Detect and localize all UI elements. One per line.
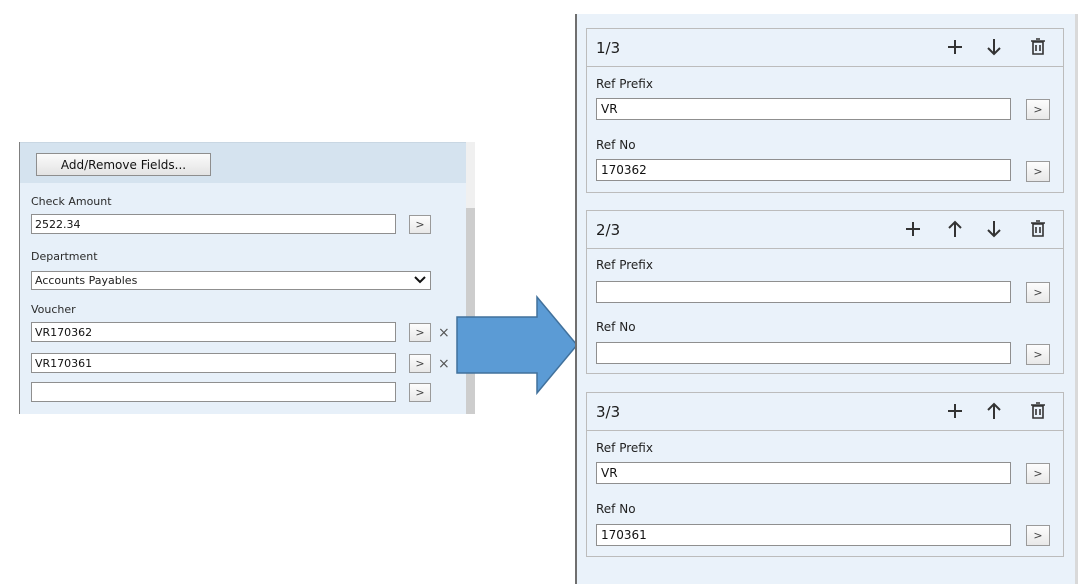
- ref-prefix-label: Ref Prefix: [596, 77, 653, 91]
- check-amount-input[interactable]: 2522.34: [31, 214, 396, 234]
- chevron-down-icon: [414, 276, 426, 284]
- arrow-down-icon[interactable]: [983, 218, 1005, 240]
- department-select[interactable]: Accounts Payables: [31, 271, 431, 290]
- ref-prefix-input[interactable]: [596, 281, 1011, 303]
- ref-no-label: Ref No: [596, 138, 636, 152]
- voucher-label: Voucher: [31, 303, 76, 316]
- ref-no-input[interactable]: 170362: [596, 159, 1011, 181]
- trash-icon[interactable]: [1027, 400, 1049, 422]
- trash-icon[interactable]: [1027, 36, 1049, 58]
- voucher-input[interactable]: VR170362: [31, 322, 396, 342]
- ref-no-go-button[interactable]: >: [1026, 525, 1050, 546]
- add-remove-fields-button[interactable]: Add/Remove Fields...: [36, 153, 211, 176]
- card-title: 3/3: [596, 403, 621, 421]
- card-header: 3/3: [587, 393, 1063, 431]
- arrow-up-icon[interactable]: [983, 400, 1005, 422]
- check-amount-go-button[interactable]: >: [409, 215, 431, 234]
- scrollbar-thumb[interactable]: [466, 208, 475, 414]
- reference-card: 1/3 Ref Prefix VR > Ref No 170362 >: [586, 28, 1064, 193]
- ref-prefix-label: Ref Prefix: [596, 441, 653, 455]
- ref-no-label: Ref No: [596, 502, 636, 516]
- right-arrow-icon: [456, 295, 578, 396]
- reference-card: 2/3 Ref Prefix > Ref No >: [586, 210, 1064, 374]
- card-title: 2/3: [596, 221, 621, 239]
- plus-icon[interactable]: [944, 36, 966, 58]
- ref-no-label: Ref No: [596, 320, 636, 334]
- remove-icon[interactable]: ×: [438, 325, 450, 341]
- ref-prefix-input[interactable]: VR: [596, 462, 1011, 484]
- remove-icon[interactable]: ×: [438, 356, 450, 372]
- ref-prefix-go-button[interactable]: >: [1026, 282, 1050, 303]
- department-value: Accounts Payables: [35, 274, 138, 287]
- voucher-form-panel: Add/Remove Fields... Check Amount 2522.3…: [19, 142, 475, 414]
- plus-icon[interactable]: [944, 400, 966, 422]
- ref-prefix-go-button[interactable]: >: [1026, 463, 1050, 484]
- reference-card: 3/3 Ref Prefix VR > Ref No 170361 >: [586, 392, 1064, 557]
- card-title: 1/3: [596, 39, 621, 57]
- ref-prefix-label: Ref Prefix: [596, 258, 653, 272]
- check-amount-label: Check Amount: [31, 195, 112, 208]
- ref-prefix-go-button[interactable]: >: [1026, 99, 1050, 120]
- ref-no-go-button[interactable]: >: [1026, 161, 1050, 182]
- ref-prefix-input[interactable]: VR: [596, 98, 1011, 120]
- voucher-input[interactable]: [31, 382, 396, 402]
- trash-icon[interactable]: [1027, 218, 1049, 240]
- voucher-go-button[interactable]: >: [409, 383, 431, 402]
- arrow-up-icon[interactable]: [944, 218, 966, 240]
- card-header: 1/3: [587, 29, 1063, 67]
- department-label: Department: [31, 250, 98, 263]
- voucher-go-button[interactable]: >: [409, 323, 431, 342]
- scrollbar-track[interactable]: [1075, 14, 1078, 584]
- plus-icon[interactable]: [902, 218, 924, 240]
- voucher-go-button[interactable]: >: [409, 354, 431, 373]
- voucher-input[interactable]: VR170361: [31, 353, 396, 373]
- card-header: 2/3: [587, 211, 1063, 249]
- ref-no-input[interactable]: 170361: [596, 524, 1011, 546]
- arrow-down-icon[interactable]: [983, 36, 1005, 58]
- ref-no-input[interactable]: [596, 342, 1011, 364]
- ref-no-go-button[interactable]: >: [1026, 344, 1050, 365]
- form-header: Add/Remove Fields...: [20, 142, 466, 183]
